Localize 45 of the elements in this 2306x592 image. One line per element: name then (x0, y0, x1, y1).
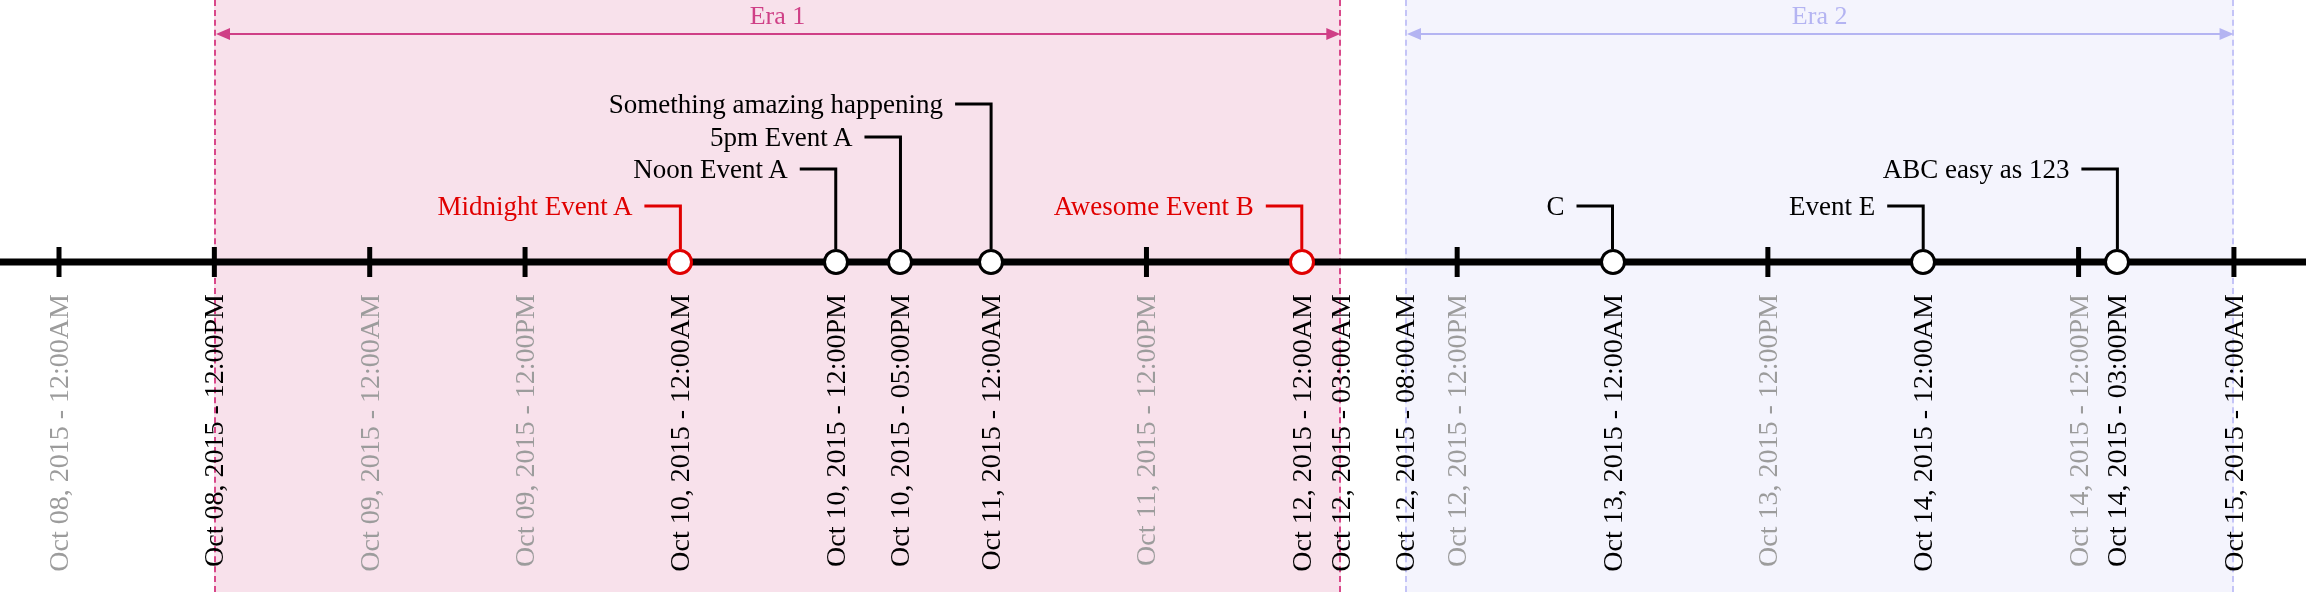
leader-line (644, 204, 682, 249)
era-label: Era 1 (749, 1, 806, 30)
axis-date-label: Oct 14, 2015 - 03:00PM (2102, 294, 2133, 567)
event-label: Midnight Event A (437, 191, 645, 221)
axis-date-label: Oct 09, 2015 - 12:00PM (510, 294, 541, 567)
event-label: Event E (1788, 191, 1888, 221)
leader-line (1265, 204, 1304, 249)
axis-date-label: Oct 14, 2015 - 12:00AM (1908, 294, 1939, 572)
event-label: Awesome Event B (1053, 191, 1266, 221)
axis-date-label: Oct 14, 2015 - 12:00PM (2063, 294, 2094, 567)
axis-date-label: Oct 08, 2015 - 12:00AM (44, 294, 74, 572)
event-marker (978, 249, 1005, 275)
event-marker (667, 249, 694, 275)
event-label: ABC easy as 123 (1882, 154, 2082, 184)
axis-date-label: Oct 11, 2015 - 12:00PM (1131, 294, 1162, 566)
axis-date-label: Oct 10, 2015 - 12:00PM (820, 294, 851, 567)
era-label: Era 2 (1791, 1, 1848, 30)
axis-date-label: Oct 08, 2015 - 12:00PM (199, 294, 230, 567)
axis-date-label: Oct 12, 2015 - 08:00AM (1390, 294, 1421, 572)
axis-date-label: Oct 13, 2015 - 12:00PM (1752, 294, 1783, 567)
axis-date-label: Oct 09, 2015 - 12:00AM (354, 294, 385, 572)
axis-date-label: Oct 10, 2015 - 05:00PM (885, 294, 916, 567)
axis-date-label: Oct 13, 2015 - 12:00AM (1597, 294, 1628, 572)
axis-date-label: Oct 10, 2015 - 12:00AM (665, 294, 696, 572)
leader-line (864, 135, 902, 249)
axis-date-label: Oct 12, 2015 - 12:00AM (1286, 294, 1317, 572)
axis-date-label: Oct 12, 2015 - 03:00AM (1325, 294, 1356, 572)
event-label: C (1546, 191, 1577, 221)
axis-date-label: Oct 12, 2015 - 12:00PM (1442, 294, 1473, 567)
event-marker (1599, 249, 1626, 275)
event-label: 5pm Event A (709, 122, 865, 152)
leader-line (799, 167, 838, 249)
leader-line (1887, 204, 1925, 249)
leader-line (955, 102, 993, 249)
axis-date-label: Oct 15, 2015 - 12:00AM (2218, 294, 2249, 572)
event-marker (2104, 249, 2131, 275)
event-marker (1910, 249, 1937, 275)
event-label: Something amazing happening (608, 89, 956, 119)
leader-line (1576, 204, 1614, 249)
event-label: Noon Event A (633, 154, 800, 184)
leader-line (2081, 167, 2119, 249)
event-marker (887, 249, 914, 275)
event-marker (822, 249, 849, 275)
event-marker (1288, 249, 1315, 275)
axis-date-label: Oct 11, 2015 - 12:00AM (976, 294, 1007, 571)
